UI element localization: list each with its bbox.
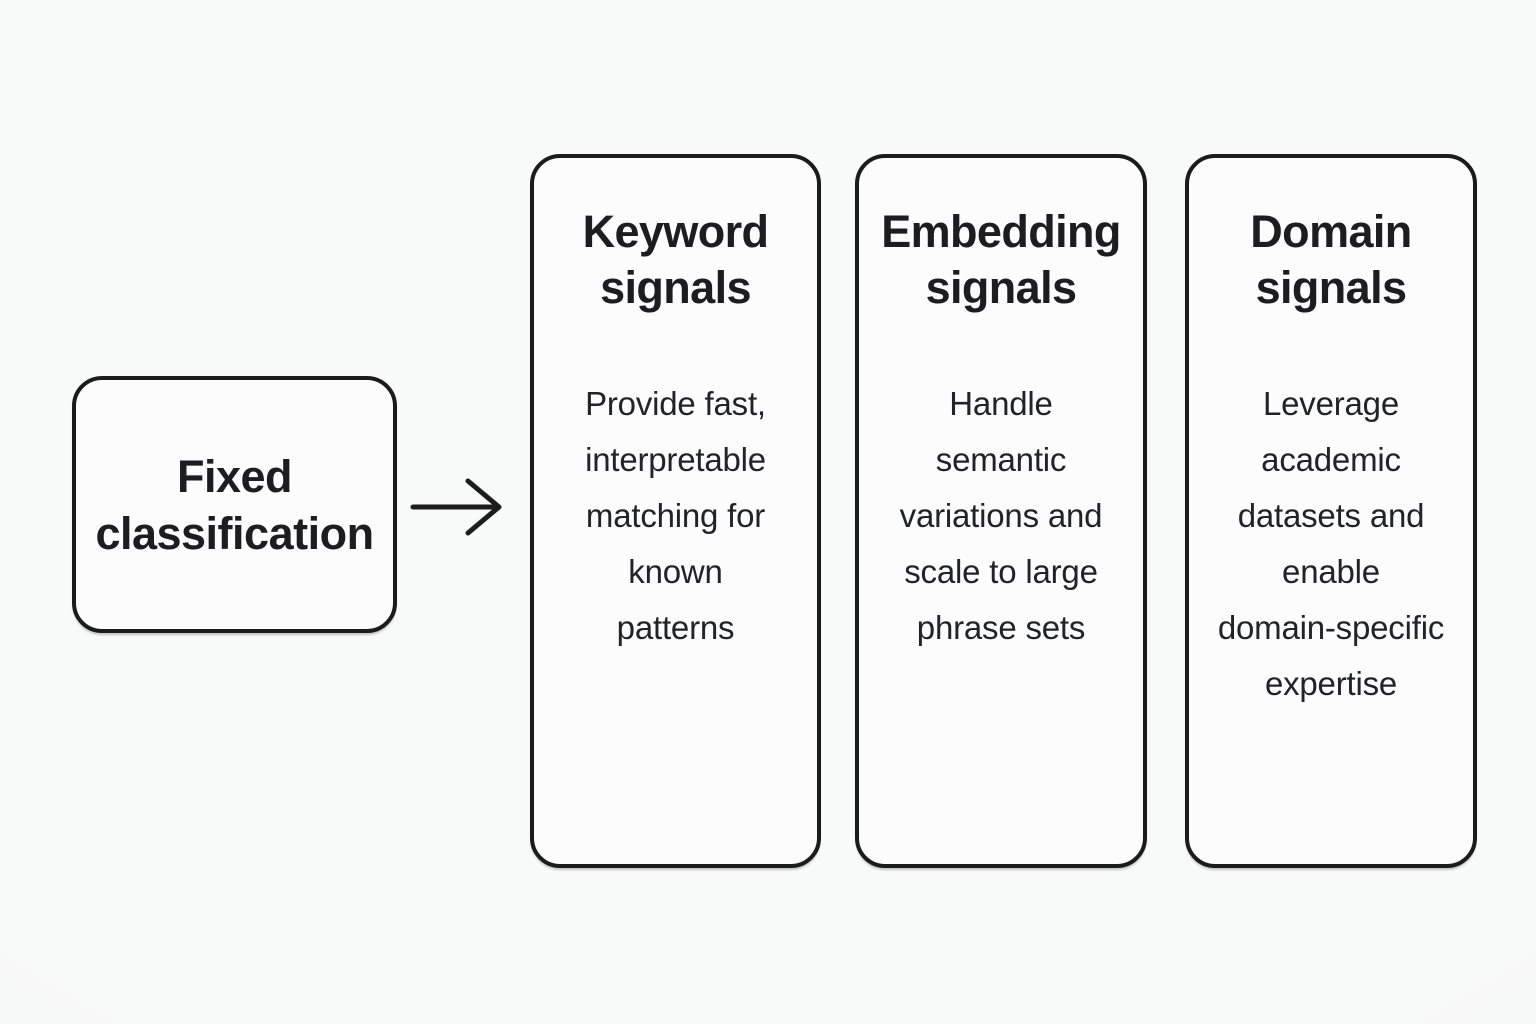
card-body: Provide fast, interpretable matching for… (534, 376, 817, 656)
body-line: interpretable (585, 441, 766, 478)
arrow-head (465, 478, 502, 536)
title-line: Domain (1250, 206, 1412, 257)
card-keyword-signals: Keyword signals Provide fast, interpreta… (530, 154, 821, 868)
card-domain-signals: Domain signals Leverage academic dataset… (1185, 154, 1477, 868)
body-line: semantic (935, 441, 1067, 478)
body-line: matching for (585, 497, 766, 534)
body-line: phrase sets (916, 609, 1086, 646)
body-line: Handle (949, 385, 1053, 422)
body-line: variations and (899, 497, 1103, 534)
body-line: known (628, 553, 723, 590)
card-embedding-signals: Embedding signals Handle semantic variat… (855, 154, 1147, 868)
body-line: scale to large (904, 553, 1098, 590)
title-line: Embedding (881, 206, 1121, 257)
label-line: Fixed (176, 450, 293, 502)
card-body: Leverage academic datasets and enable do… (1189, 376, 1473, 712)
label-line: classification (95, 507, 374, 559)
title-line: signals (925, 262, 1077, 313)
body-line: Leverage (1262, 385, 1399, 422)
arrow-right-icon (410, 478, 502, 536)
title-line: signals (600, 262, 751, 313)
body-line: academic (1261, 441, 1401, 478)
node-fixed-classification: Fixed classification (72, 376, 397, 633)
card-body: Handle semantic variations and scale to … (859, 376, 1143, 656)
body-line: enable (1282, 553, 1380, 590)
node-fixed-classification-label: Fixed classification (95, 448, 374, 562)
card-title: Embedding signals (859, 204, 1143, 316)
card-title: Keyword signals (534, 204, 817, 316)
body-line: domain-specific (1217, 609, 1445, 646)
body-line: Provide fast, (585, 385, 766, 422)
body-line: datasets and (1237, 497, 1425, 534)
body-line: patterns (616, 609, 735, 646)
body-line: expertise (1264, 665, 1398, 702)
title-line: signals (1255, 262, 1407, 313)
title-line: Keyword (582, 206, 769, 257)
card-title: Domain signals (1189, 204, 1473, 316)
